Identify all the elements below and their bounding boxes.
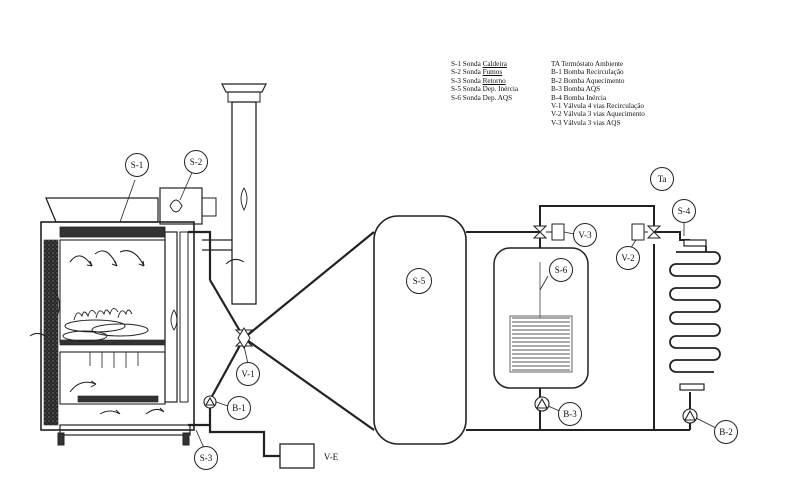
boiler-piping: [188, 230, 375, 458]
label-b1: B-1: [227, 396, 251, 420]
legend-device-b1: B-1 Bomba Recirculação: [551, 68, 624, 77]
label-s5: S-5: [406, 268, 432, 294]
legend-device-b4: B-4 Bomba Inércia: [551, 93, 607, 102]
legend-device-ta: TA Termóstato Ambiente: [551, 60, 624, 68]
legend-sensor-s6: S-6 Sonda Dep. AQS: [451, 93, 513, 102]
label-s1: S-1: [125, 153, 149, 177]
radiator: [669, 239, 721, 391]
legend-device-v3: V-3 Válvula 3 vias AQS: [551, 118, 621, 127]
legend-sensor-s1: S-1 Sonda Caldeira: [451, 60, 507, 68]
legend-sensor-s2: S-2 Sonda Fumos: [451, 68, 503, 77]
label-v2: V-2: [616, 246, 640, 270]
v2-valve-symbol: [631, 223, 662, 241]
label-b2: B-2: [714, 420, 738, 444]
label-ta: Ta: [650, 167, 674, 191]
boiler: [29, 179, 217, 446]
legend-devices: TA Termóstato Ambiente B-1 Bomba Recircu…: [551, 60, 645, 127]
legend-sensors: S-1 Sonda Caldeira S-2 Sonda Fumos S-3 S…: [451, 60, 518, 102]
legend-device-b3: B-3 Bomba AQS: [551, 85, 601, 94]
legend-device-b2: B-2 Bomba Aquecimento: [551, 76, 625, 85]
label-s4: S-4: [672, 199, 696, 223]
b1-pump-symbol: [203, 395, 217, 409]
legend-sensor-s3: S-3 Sonda Retorno: [451, 76, 506, 85]
label-s3: S-3: [194, 446, 218, 470]
chimney: [202, 83, 267, 305]
legend-sensor-s5: S-5 Sonda Dep. Inércia: [451, 85, 519, 94]
label-ve: V-E: [323, 452, 339, 462]
label-s2: S-2: [184, 150, 208, 174]
b2-pump-symbol: [682, 408, 698, 424]
b3-pump-symbol: [534, 396, 550, 412]
expansion-vessel: [279, 443, 315, 469]
label-v3: V-3: [573, 223, 597, 247]
legend-device-v1: V-1 Válvula 4 vias Recirculação: [551, 102, 645, 111]
label-s6: S-6: [549, 258, 573, 282]
legend-device-v2: V-2 Válvula 3 vias Aquecimento: [551, 110, 645, 119]
v3-valve-symbol: [532, 223, 565, 241]
v1-valve-symbol: [234, 327, 254, 349]
inertia-tank: [373, 215, 467, 445]
label-b3: B-3: [558, 402, 582, 426]
label-v1: V-1: [236, 362, 260, 386]
